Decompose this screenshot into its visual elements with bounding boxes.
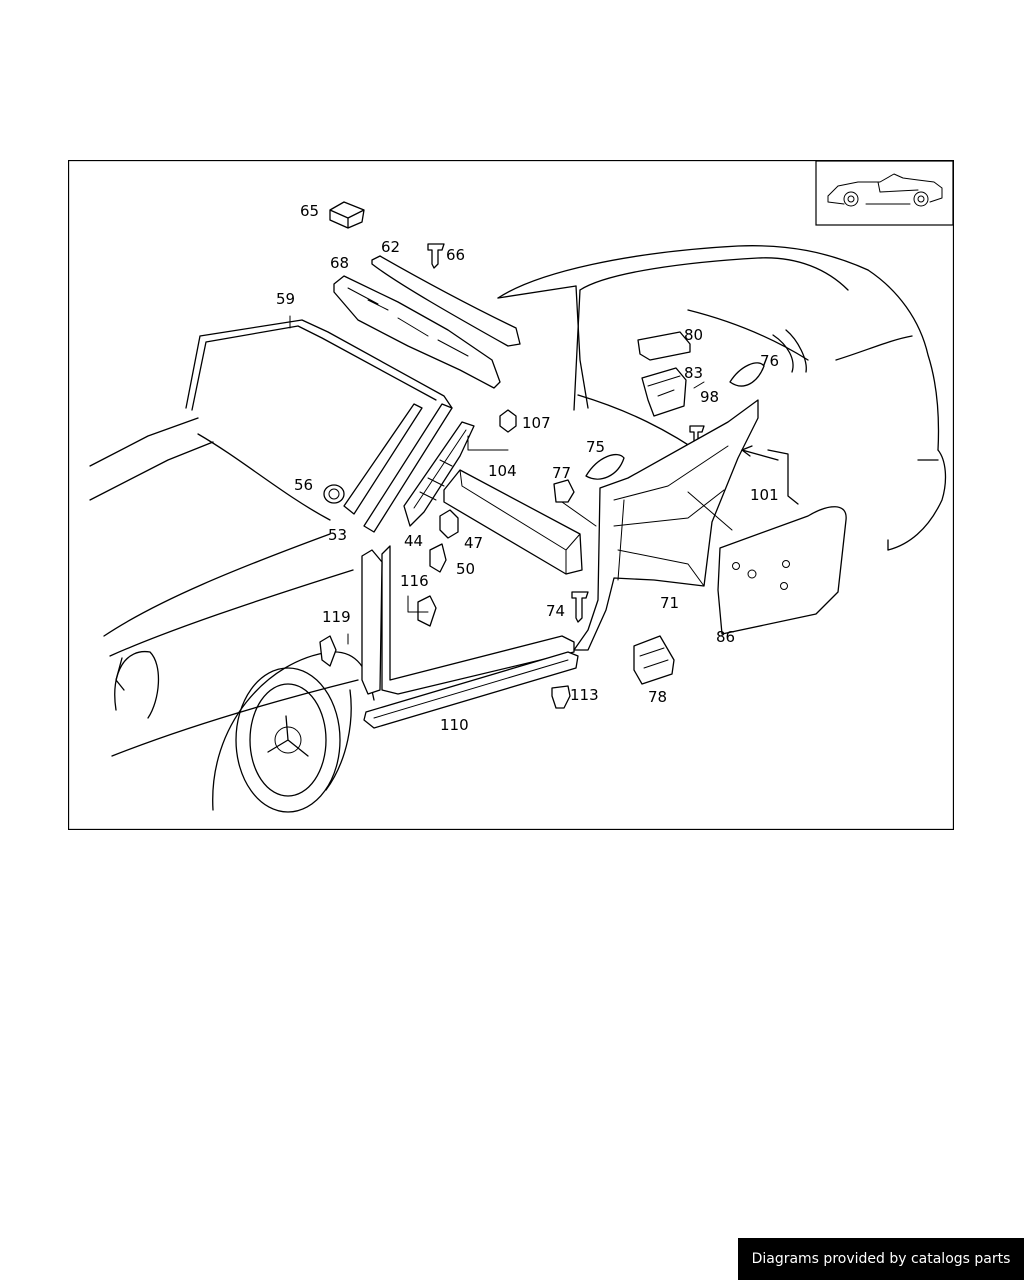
- part-53-a-pillar-trim: [343, 403, 423, 515]
- part-66-clip: [427, 243, 445, 269]
- part-110-sill-plate: [363, 651, 579, 729]
- label-56: 56: [294, 476, 313, 494]
- convertible-thumbnail: [815, 160, 954, 226]
- part-77-clip: [553, 479, 575, 503]
- label-110: 110: [440, 716, 469, 734]
- part-86-card: [717, 506, 847, 635]
- label-75: 75: [586, 438, 605, 456]
- label-76: 76: [760, 352, 779, 370]
- label-62: 62: [381, 238, 400, 256]
- leader-lines: [289, 315, 779, 645]
- part-76-handle: [729, 362, 765, 387]
- label-47: 47: [464, 534, 483, 552]
- label-50: 50: [456, 560, 475, 578]
- part-101-wire: [767, 449, 799, 505]
- label-83: 83: [684, 364, 703, 382]
- label-77: 77: [552, 464, 571, 482]
- label-44: 44: [404, 532, 423, 550]
- part-56-grommet: [323, 484, 345, 504]
- parts-diagram: 65 62 66 68 59 80 83 76 98 107 75 104 77…: [68, 160, 954, 830]
- label-98: 98: [700, 388, 719, 406]
- label-68: 68: [330, 254, 349, 272]
- part-80-trim: [637, 331, 691, 361]
- part-a-pillar-inner: [403, 421, 475, 527]
- label-80: 80: [684, 326, 703, 344]
- label-104: 104: [488, 462, 517, 480]
- label-107: 107: [522, 414, 551, 432]
- part-71-side-panel: [573, 399, 759, 651]
- part-50-clip: [429, 543, 447, 573]
- part-75-handle: [585, 453, 625, 480]
- label-71: 71: [660, 594, 679, 612]
- label-113: 113: [570, 686, 599, 704]
- part-107-nut: [499, 409, 517, 433]
- part-119-seal: [319, 635, 337, 667]
- label-66: 66: [446, 246, 465, 264]
- label-53: 53: [328, 526, 347, 544]
- footer-banner: Diagrams provided by catalogs parts: [738, 1238, 1024, 1280]
- label-101: 101: [750, 486, 779, 504]
- part-74-screw: [571, 591, 589, 623]
- part-116-door-seal: [381, 545, 575, 695]
- label-59: 59: [276, 290, 295, 308]
- part-59-windshield-seal: [185, 319, 453, 409]
- car-body-outline: [89, 245, 947, 813]
- diagram-border: [68, 160, 954, 830]
- part-47-clip: [439, 509, 459, 539]
- label-74: 74: [546, 602, 565, 620]
- part-62-strip: [371, 255, 521, 347]
- label-116: 116: [400, 572, 429, 590]
- label-78: 78: [648, 688, 667, 706]
- label-119: 119: [322, 608, 351, 626]
- label-86: 86: [716, 628, 735, 646]
- part-113-clip: [551, 685, 571, 709]
- label-65: 65: [300, 202, 319, 220]
- part-65-block: [329, 201, 365, 229]
- part-83-bracket: [641, 367, 687, 417]
